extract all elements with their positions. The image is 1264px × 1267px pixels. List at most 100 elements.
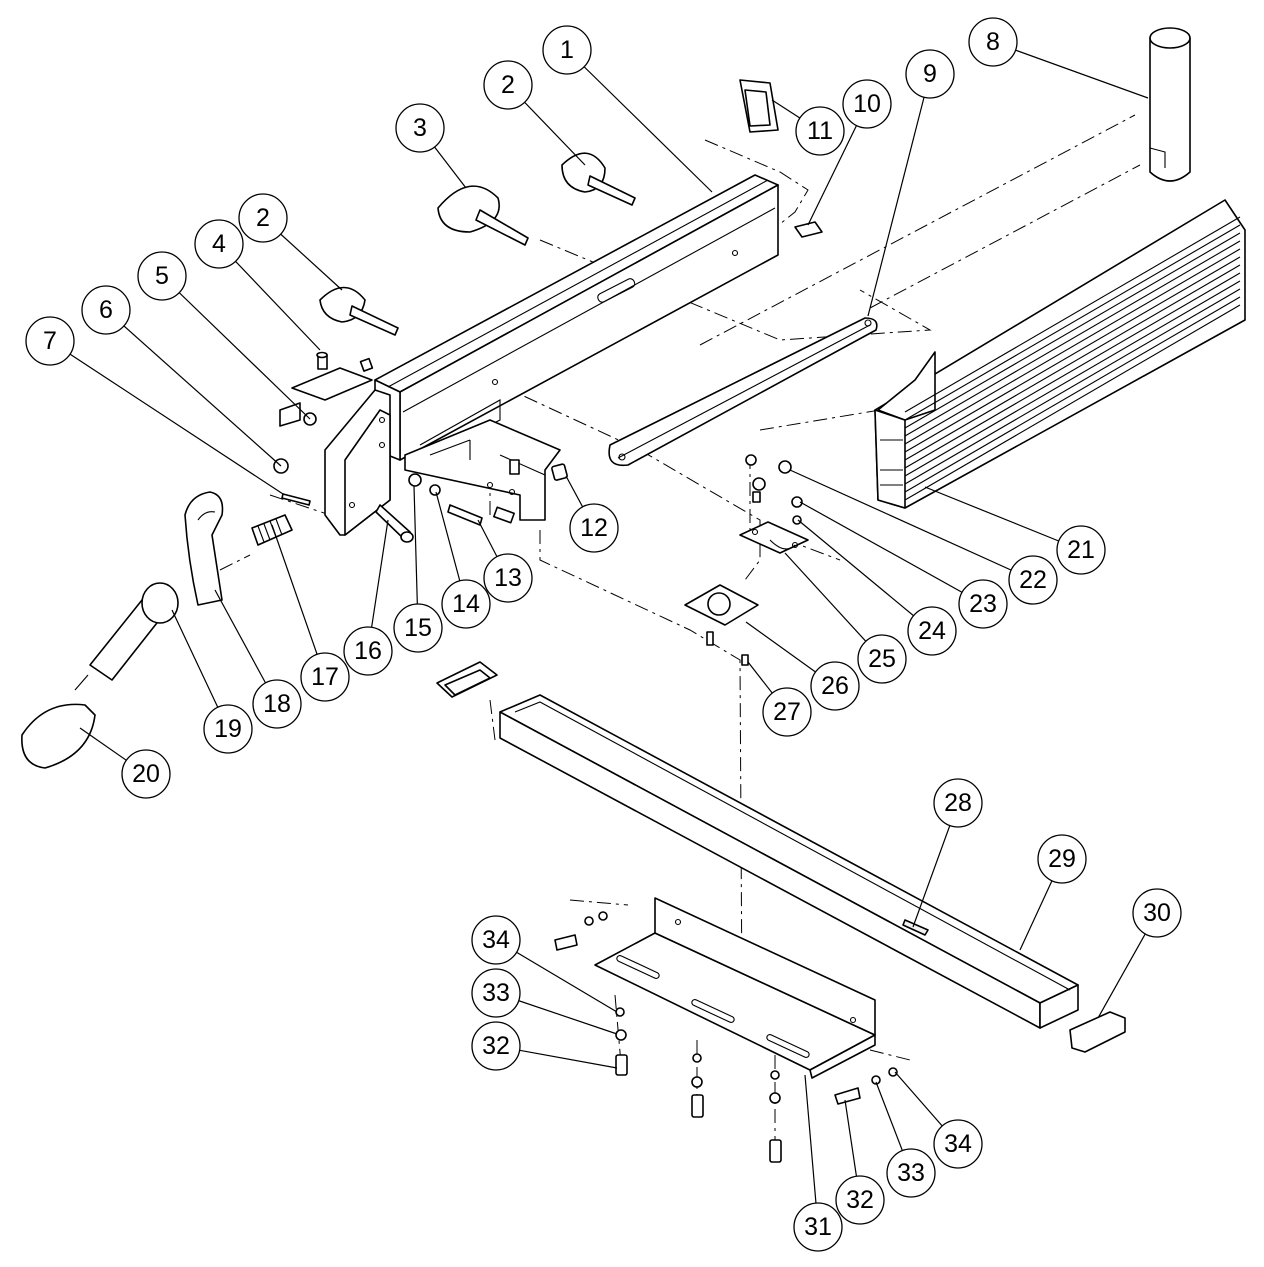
callout-number: 7 xyxy=(43,327,57,355)
callout-number: 25 xyxy=(868,645,896,673)
leader-line-c24 xyxy=(797,519,933,632)
callout-circle xyxy=(835,1175,885,1225)
callout-number: 16 xyxy=(354,637,382,665)
extrusion-rib xyxy=(904,296,1241,493)
callout-number: 2 xyxy=(256,204,270,232)
callout-c2b: 2 xyxy=(238,193,288,243)
callout-number: 23 xyxy=(969,590,997,618)
extrusion-rib xyxy=(904,272,1241,469)
part-2-knob-upper xyxy=(561,152,636,206)
callout-number: 15 xyxy=(404,614,432,642)
part-end-cap-left xyxy=(436,661,498,698)
part-16-side-plate xyxy=(324,389,391,536)
callout-circle xyxy=(471,915,521,965)
callout-circle xyxy=(795,106,845,156)
leader-line-c22 xyxy=(789,469,1034,581)
callout-number: 10 xyxy=(853,90,881,118)
callout-c32a: 32 xyxy=(471,1021,521,1071)
callout-number: 21 xyxy=(1067,536,1095,564)
callout-c30: 30 xyxy=(1132,888,1182,938)
callout-c18: 18 xyxy=(252,679,302,729)
callout-circle xyxy=(968,17,1018,67)
callout-number: 4 xyxy=(212,230,226,258)
part-30-end-cap xyxy=(1069,1011,1126,1053)
callout-c15: 15 xyxy=(393,603,443,653)
extrusion-rib xyxy=(904,280,1241,477)
callout-circle xyxy=(300,652,350,702)
leader-line-c21 xyxy=(924,486,1082,551)
callout-circle xyxy=(857,634,907,684)
callout-c16: 16 xyxy=(343,626,393,676)
callout-c11: 11 xyxy=(795,106,845,156)
callout-c31: 31 xyxy=(793,1202,843,1252)
leader-line-c5 xyxy=(161,275,311,420)
leader-line-c1 xyxy=(566,49,713,193)
rail-bracket xyxy=(404,419,561,521)
part-9-bar xyxy=(608,317,878,467)
part-1-main-rail xyxy=(374,174,779,461)
callout-number: 3 xyxy=(413,114,427,142)
callout-number: 32 xyxy=(846,1186,874,1214)
callout-c8: 8 xyxy=(968,17,1018,67)
part-16-bolt xyxy=(375,504,414,543)
callout-circle xyxy=(25,316,75,366)
callout-circle xyxy=(1056,525,1106,575)
leader-line-c8 xyxy=(992,41,1149,99)
extrusion-rib xyxy=(904,256,1241,453)
callout-circle xyxy=(1132,888,1182,938)
callout-c13: 13 xyxy=(483,553,533,603)
extrusion-rib xyxy=(904,304,1241,501)
extrusion-rib xyxy=(904,264,1241,461)
callout-c28: 28 xyxy=(933,778,983,828)
callout-circle xyxy=(1037,834,1087,884)
callout-circle xyxy=(194,219,244,269)
callout-number: 26 xyxy=(821,672,849,700)
leader-line-c7 xyxy=(49,340,284,495)
callout-c20: 20 xyxy=(121,749,171,799)
callout-circle xyxy=(395,103,445,153)
callout-c6: 6 xyxy=(81,285,131,335)
callout-circle xyxy=(933,1119,983,1169)
callout-number: 29 xyxy=(1048,845,1076,873)
leader-line-c9 xyxy=(867,73,931,317)
callout-c26: 26 xyxy=(810,661,860,711)
callout-circle xyxy=(483,553,533,603)
callout-circle xyxy=(958,579,1008,629)
callout-number: 33 xyxy=(482,979,510,1007)
extrusion-rib xyxy=(904,288,1241,485)
callout-number: 22 xyxy=(1019,566,1047,594)
callout-c34b: 34 xyxy=(933,1119,983,1169)
callout-number: 33 xyxy=(897,1159,925,1187)
extrusion-rib xyxy=(904,216,1241,413)
callout-number: 31 xyxy=(804,1213,832,1241)
callout-c25: 25 xyxy=(857,634,907,684)
callout-number: 19 xyxy=(214,715,242,743)
callout-number: 5 xyxy=(155,262,169,290)
extrusion-rib xyxy=(904,224,1241,421)
callout-c22: 22 xyxy=(1008,555,1058,605)
part-18-handle xyxy=(184,491,224,606)
callout-circle xyxy=(905,49,955,99)
callout-c19: 19 xyxy=(203,704,253,754)
callout-number: 8 xyxy=(986,28,1000,56)
callout-c32b: 32 xyxy=(835,1175,885,1225)
callout-c5: 5 xyxy=(137,251,187,301)
callout-circle xyxy=(842,79,892,129)
callout-c9: 9 xyxy=(905,49,955,99)
part-20-knob xyxy=(21,703,96,769)
callout-circle xyxy=(441,579,491,629)
callout-number: 14 xyxy=(452,590,480,618)
part-19-lever xyxy=(74,582,179,691)
callout-number: 11 xyxy=(807,117,833,145)
callout-c33b: 33 xyxy=(886,1148,936,1198)
callout-number: 30 xyxy=(1143,899,1171,927)
part-17-spring xyxy=(251,514,293,546)
callout-c4: 4 xyxy=(194,219,244,269)
callout-number: 13 xyxy=(494,564,522,592)
callout-circle xyxy=(393,603,443,653)
callout-circle xyxy=(203,704,253,754)
callout-circle xyxy=(471,968,521,1018)
callout-circle xyxy=(238,193,288,243)
extrusion-rib xyxy=(904,248,1241,445)
callout-c17: 17 xyxy=(300,652,350,702)
